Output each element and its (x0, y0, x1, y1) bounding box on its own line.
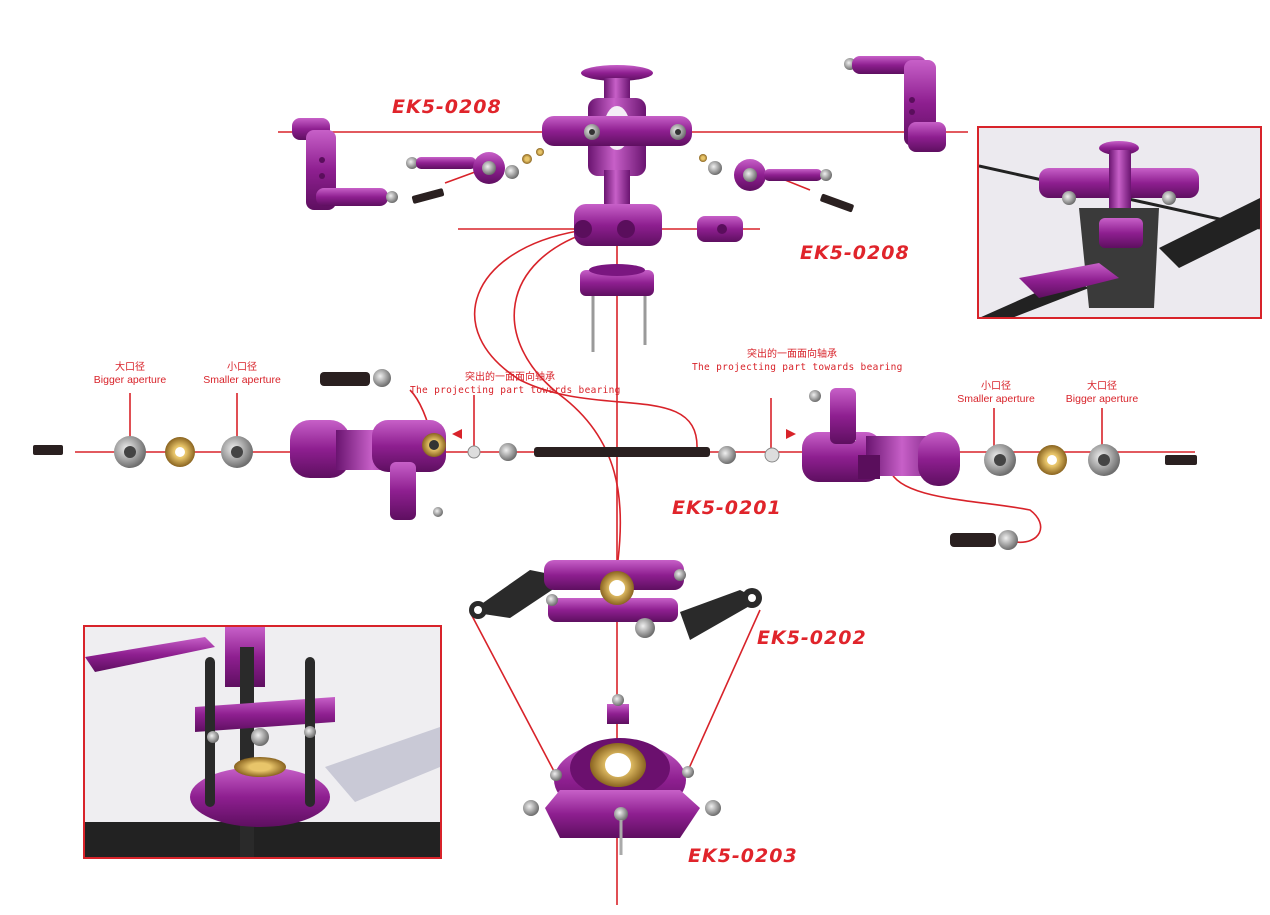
inset-photo-head-assembled (977, 126, 1262, 319)
small-bolts (411, 188, 854, 213)
annotation-en: Bigger aperture (1065, 393, 1139, 405)
annotation-en: The projecting part towards bearing (692, 362, 903, 373)
part-code-head-block: EK5-0208 (800, 242, 910, 264)
spindle-row-right (984, 444, 1197, 476)
head-block-spacer (697, 216, 743, 242)
annotation-zh: 突出的一面面向轴承 (465, 372, 555, 383)
part-code-swashplate: EK5-0203 (688, 845, 798, 867)
spindle-row-left (33, 436, 253, 468)
blade-grip-right (802, 388, 1018, 550)
swash-assembled-illustration (85, 627, 440, 857)
part-code-washout: EK5-0202 (757, 627, 867, 649)
annotation-bigger-aperture-right: 大口径 Bigger aperture (1056, 380, 1148, 406)
annotation-zh: 大口径 (1087, 381, 1117, 392)
swashplate-assembly (523, 694, 721, 855)
direction-arrows (452, 429, 796, 439)
annotation-smaller-aperture-left: 小口径 Smaller aperture (192, 361, 292, 387)
annotation-zh: 大口径 (115, 362, 145, 373)
part-code-blade-grips: EK5-0201 (672, 497, 782, 519)
annotation-en: Bigger aperture (93, 374, 167, 386)
inset-photo-swash-assembled (83, 625, 442, 859)
spindle (467, 443, 780, 464)
annotation-smaller-aperture-right: 小口径 Smaller aperture (946, 380, 1046, 406)
seesaw-arm-right (844, 56, 946, 152)
annotation-zh: 突出的一面面向轴承 (747, 349, 837, 360)
part-code-head-top: EK5-0208 (392, 96, 502, 118)
annotation-en: Smaller aperture (957, 393, 1035, 405)
annotation-zh: 小口径 (981, 381, 1011, 392)
annotation-projecting-right: 突出的一面面向轴承 The projecting part towards be… (692, 348, 903, 374)
ball-links (406, 148, 832, 191)
blade-grip-left (290, 369, 446, 520)
washout-assembly (469, 560, 762, 640)
seesaw-arm-left (292, 118, 398, 210)
annotation-bigger-aperture-left: 大口径 Bigger aperture (84, 361, 176, 387)
rotor-head-hub (542, 65, 692, 352)
annotation-projecting-left: 突出的一面面向轴承 The projecting part towards be… (410, 371, 621, 397)
annotation-en: Smaller aperture (203, 374, 281, 386)
head-assembled-illustration (979, 128, 1260, 317)
annotation-zh: 小口径 (227, 362, 257, 373)
annotation-en: The projecting part towards bearing (410, 385, 621, 396)
